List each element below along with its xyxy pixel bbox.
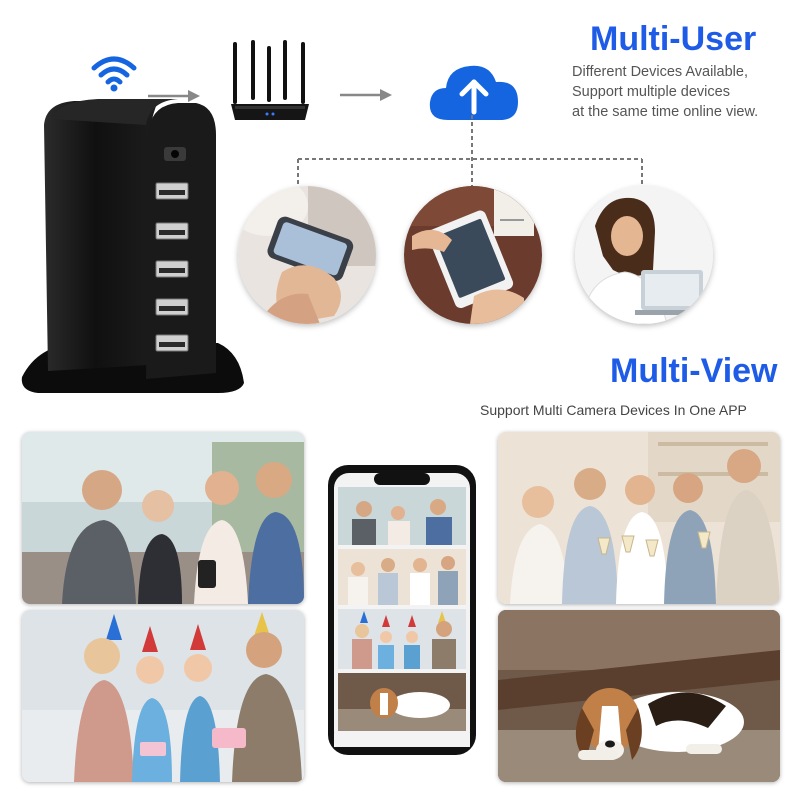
user-tablet-photo: [404, 186, 542, 324]
friends-photo: [22, 432, 304, 604]
usb-charger-camera: [21, 99, 244, 393]
connector-lines: [297, 115, 643, 189]
cloud-upload-icon: [429, 65, 518, 120]
arrow-right-icon: [340, 89, 392, 101]
multi-user-description-line: Support multiple devices: [572, 84, 730, 100]
multi-user-description: Different Devices Available, Support mul…: [572, 62, 758, 122]
multi-user-title: Multi-User: [590, 20, 757, 58]
user-phone-photo: [238, 186, 376, 324]
user-laptop-photo: [575, 186, 713, 324]
dog-photo: [498, 610, 780, 782]
router-icon: [231, 40, 309, 120]
wifi-icon: [91, 56, 137, 92]
multi-user-description-line: Different Devices Available,: [572, 64, 748, 80]
multi-view-description: Support Multi Camera Devices In One APP: [480, 402, 747, 418]
toasting-photo: [498, 432, 780, 604]
smartphone-app-view: [328, 465, 476, 755]
multi-user-description-line: at the same time online view.: [572, 104, 759, 120]
multi-view-title: Multi-View: [610, 352, 778, 390]
arrow-right-icon: [148, 90, 200, 102]
birthday-party-photo: [22, 610, 304, 782]
